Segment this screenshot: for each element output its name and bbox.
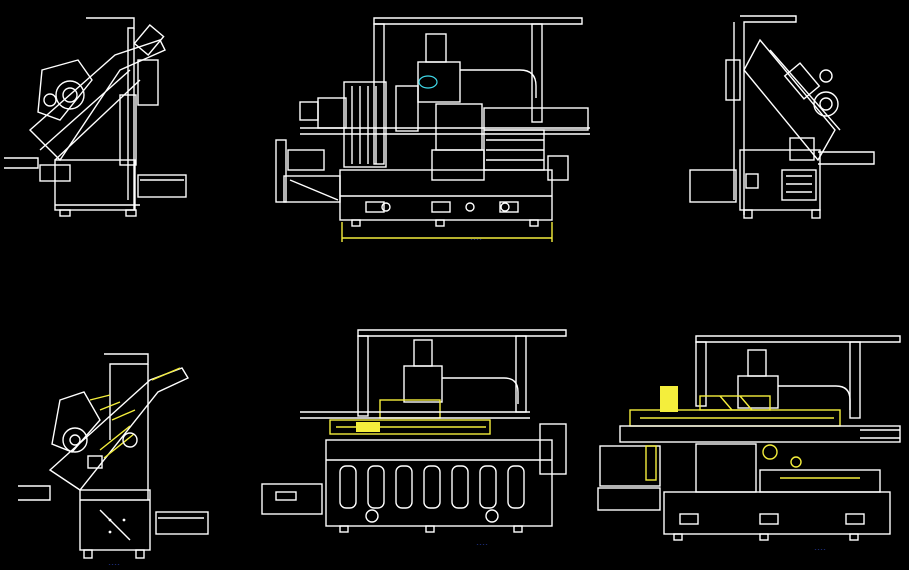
dimension-label-front-bottom: ----: [476, 542, 488, 548]
left-section-view-bottom: ----: [18, 353, 209, 568]
dimension-label-right-bottom: ----: [814, 547, 826, 553]
front-detail-section-view-bottom: ----: [597, 335, 901, 553]
front-section-view-bottom: ----: [261, 329, 567, 548]
right-side-view-top: [689, 15, 875, 219]
left-side-view-top: [4, 17, 187, 217]
front-view-top: ----: [275, 17, 590, 243]
dimension-label-left-bottom: ----: [108, 562, 120, 568]
dimension-label-front-top: ----: [470, 237, 482, 243]
